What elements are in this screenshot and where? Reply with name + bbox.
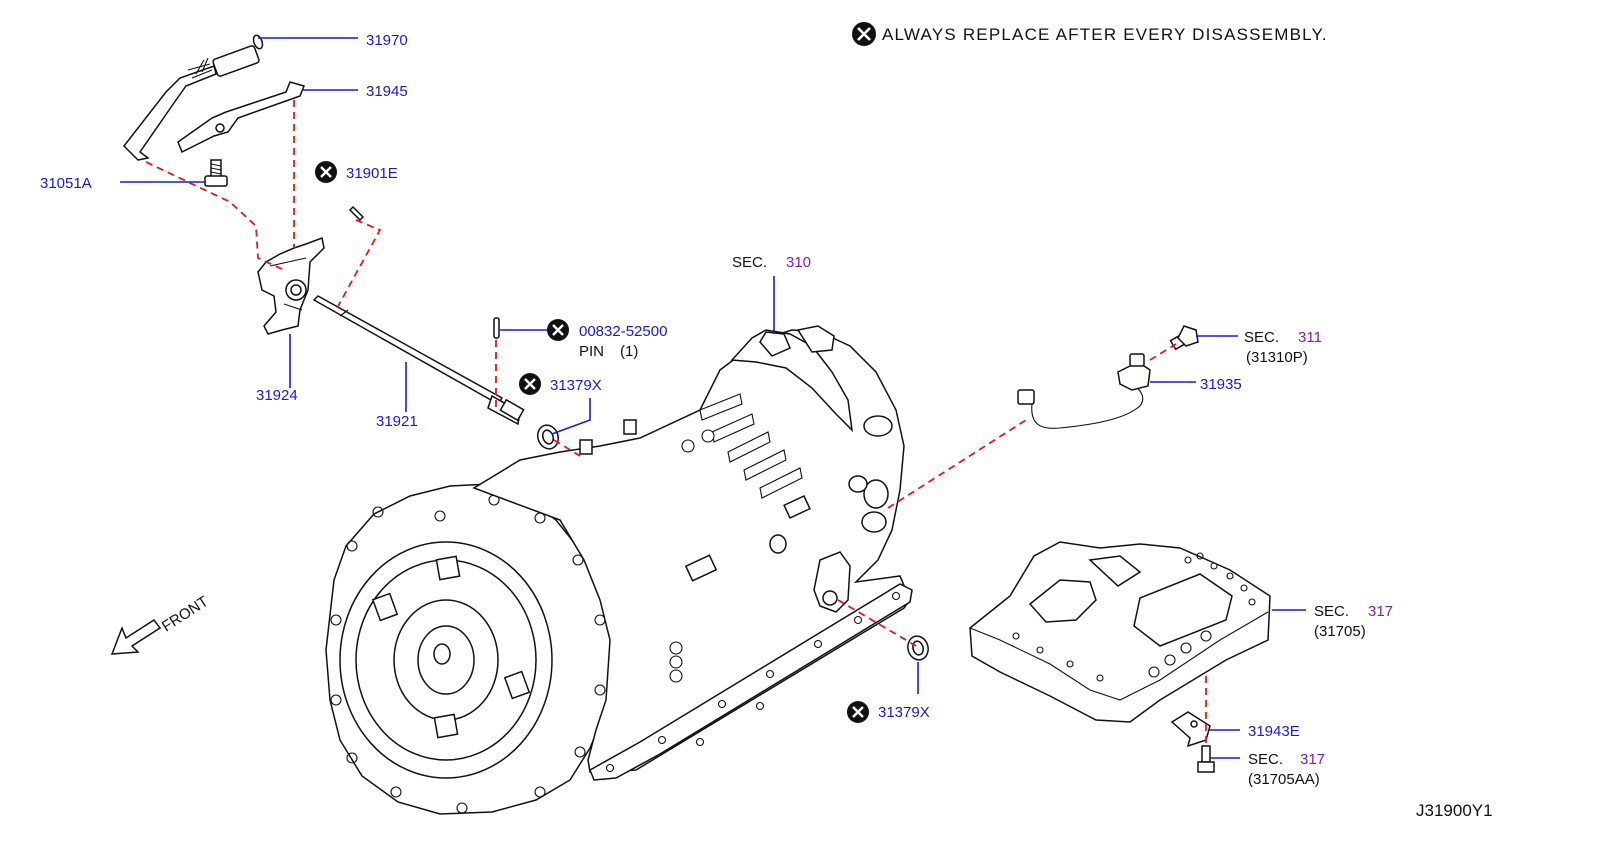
sec-310-prefix: SEC. xyxy=(732,254,767,271)
replace-x-icon-31901e xyxy=(315,161,337,183)
replace-x-icon-31379x-a xyxy=(519,373,541,395)
part-31935-drawing xyxy=(1017,353,1151,429)
replace-x-icon-31379x-b xyxy=(847,701,869,723)
label-31970: 31970 xyxy=(366,32,408,49)
transmission-assembly xyxy=(325,325,913,815)
replace-note: ALWAYS REPLACE AFTER EVERY DISASSEMBLY. xyxy=(852,22,1328,46)
label-31379x-a: 31379X xyxy=(550,377,602,394)
part-31921-drawing xyxy=(312,295,525,426)
sec-317-bolt-drawing xyxy=(1197,745,1215,773)
label-31901e: 31901E xyxy=(346,165,398,182)
section-ref-317-a: SEC. 317 (31705) xyxy=(1314,603,1393,640)
sec-311-number: 311 xyxy=(1298,329,1322,346)
section-ref-317-b: SEC. 317 (31705AA) xyxy=(1248,751,1325,788)
label-31945: 31945 xyxy=(366,83,408,100)
sec-311-prefix: SEC. xyxy=(1244,329,1279,346)
front-arrow: FRONT xyxy=(110,593,212,655)
label-31379x-b: 31379X xyxy=(878,704,930,721)
section-ref-310: SEC. 310 xyxy=(732,254,811,271)
part-00832-52500-drawing xyxy=(493,317,500,339)
sec-317a-number: 317 xyxy=(1368,603,1393,620)
label-pin-qty: (1) xyxy=(620,343,638,360)
label-31935: 31935 xyxy=(1200,376,1242,393)
label-31921: 31921 xyxy=(376,413,418,430)
part-31945-drawing xyxy=(177,81,306,154)
sec-317b-number: 317 xyxy=(1300,751,1325,768)
sec-310-number: 310 xyxy=(786,254,811,271)
part-31970-drawing xyxy=(123,34,264,161)
sec-317b-ref: (31705AA) xyxy=(1248,771,1320,788)
section-ref-311: SEC. 311 (31310P) xyxy=(1244,329,1322,366)
part-31901e-drawing xyxy=(348,205,365,222)
label-pin: PIN xyxy=(579,343,604,360)
part-31379x-b-drawing xyxy=(907,635,929,661)
front-label: FRONT xyxy=(159,593,212,635)
label-31943e: 31943E xyxy=(1248,723,1300,740)
sec-317a-ref: (31705) xyxy=(1314,623,1366,640)
note-text: ALWAYS REPLACE AFTER EVERY DISASSEMBLY. xyxy=(882,25,1328,44)
sec-317b-prefix: SEC. xyxy=(1248,751,1283,768)
part-31943e-drawing xyxy=(1170,711,1211,748)
replace-x-icon xyxy=(852,22,876,46)
replace-x-icon-00832 xyxy=(547,319,569,341)
leader-lines xyxy=(120,37,1306,759)
valve-body-drawing xyxy=(969,541,1271,723)
part-31924-drawing xyxy=(257,236,325,335)
sec-311-ref: (31310P) xyxy=(1246,349,1308,366)
assembly-dashed-lines xyxy=(145,100,1207,744)
label-31051a: 31051A xyxy=(40,175,92,192)
diagram-code: J31900Y1 xyxy=(1416,801,1493,820)
sec-317a-prefix: SEC. xyxy=(1314,603,1349,620)
part-31051a-drawing xyxy=(204,159,228,187)
label-31924: 31924 xyxy=(256,387,298,404)
label-00832-52500: 00832-52500 xyxy=(579,323,667,340)
part-31379x-a-drawing xyxy=(536,424,560,450)
